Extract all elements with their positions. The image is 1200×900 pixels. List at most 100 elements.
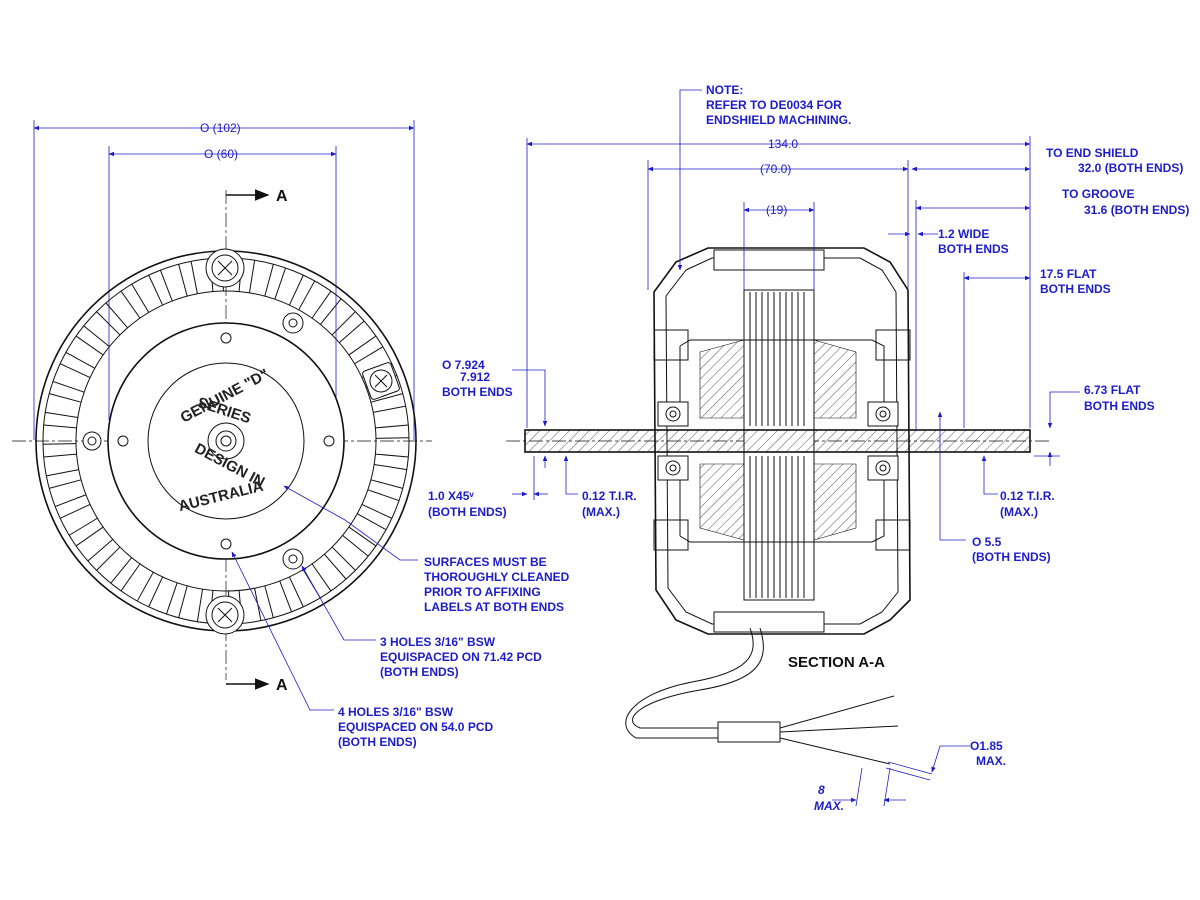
fin (43, 443, 77, 445)
svg-text:6.73 FLAT: 6.73 FLAT (1084, 383, 1141, 397)
fin (331, 311, 356, 336)
holes3-line-3: (BOTH ENDS) (380, 665, 459, 679)
surfaces-line-1: SURFACES MUST BE (424, 555, 547, 569)
fin (196, 589, 204, 622)
fin (348, 526, 377, 547)
chamfer-line-2: (BOTH ENDS) (428, 505, 507, 519)
fin (354, 346, 384, 365)
holes3-line-1: 3 HOLES 3/16" BSW (380, 635, 496, 649)
fin (370, 479, 403, 489)
svg-text:NOTE:: NOTE: (706, 83, 743, 97)
fin (288, 576, 304, 608)
notes-left: SURFACES MUST BE THOROUGHLY CLEANED PRIO… (338, 555, 570, 749)
fin (264, 264, 274, 297)
holes4-line-2: EQUISPACED ON 54.0 PCD (338, 720, 493, 734)
fin (59, 503, 91, 519)
fin (96, 311, 121, 336)
tir-left-line-2: (MAX.) (582, 505, 620, 519)
wire-dia-line-2: MAX. (976, 754, 1006, 768)
fin (65, 351, 96, 369)
flat17-line-2: BOTH ENDS (1040, 282, 1111, 296)
fin (374, 463, 407, 471)
svg-text:1.0 X45ᵛ: 1.0 X45ᵛ (428, 489, 474, 503)
svg-text:MAX.: MAX. (976, 754, 1006, 768)
screw-right (362, 362, 400, 400)
svg-text:BOTH ENDS: BOTH ENDS (1084, 399, 1155, 413)
fin (75, 526, 104, 547)
note-line-2: REFER TO DE0034 FOR (706, 98, 842, 112)
wire-dia-line-1: O1.85 (970, 739, 1003, 753)
tir-left-line-1: 0.12 T.I.R. (582, 489, 637, 503)
dim-overall: 134.0 (768, 137, 798, 151)
fin (120, 290, 141, 319)
fin (320, 298, 342, 325)
note-line-1: NOTE: (706, 83, 743, 97)
shaft-dia-line-2: 7.912 (460, 370, 490, 384)
svg-text:REFER TO DE0034 FOR: REFER TO DE0034 FOR (706, 98, 842, 112)
svg-text:TO GROOVE: TO GROOVE (1062, 187, 1134, 201)
svg-text:7.912: 7.912 (460, 370, 490, 384)
svg-text:BOTH ENDS: BOTH ENDS (442, 385, 513, 399)
fin (298, 280, 316, 311)
fin (311, 290, 332, 319)
tir-right-line-2: (MAX.) (1000, 505, 1038, 519)
fin (370, 393, 403, 403)
fin (348, 335, 377, 356)
fin (311, 563, 332, 592)
fin (248, 260, 256, 293)
fin (338, 320, 365, 343)
section-view: SECTION A-A (506, 247, 1050, 765)
svg-text:4 HOLES 3/16" BSW: 4 HOLES 3/16" BSW (338, 705, 454, 719)
dim-inner-diameter: O (60) (204, 147, 238, 161)
fin (190, 261, 198, 294)
laminations (749, 292, 805, 598)
svg-text:O 5.5: O 5.5 (972, 535, 1002, 549)
fin (83, 325, 110, 347)
fin (52, 380, 85, 393)
svg-text:8: 8 (818, 783, 825, 797)
fin (43, 424, 77, 429)
svg-text:(MAX.): (MAX.) (582, 505, 620, 519)
fin (148, 274, 164, 306)
fin (264, 585, 274, 618)
dia55-line-1: O 5.5 (972, 535, 1002, 549)
fin (131, 283, 150, 313)
fin (375, 437, 409, 439)
fin (274, 267, 287, 300)
svg-text:MAX.: MAX. (814, 799, 844, 813)
svg-text:3 HOLES 3/16" BSW: 3 HOLES 3/16" BSW (380, 635, 496, 649)
fin (59, 363, 91, 379)
section-dimensions: NOTE: REFER TO DE0034 FOR ENDSHIELD MACH… (428, 83, 1189, 813)
svg-text:LABELS AT BOTH ENDS: LABELS AT BOTH ENDS (424, 600, 564, 614)
wide-line-1: 1.2 WIDE (938, 227, 989, 241)
dim-body: (70.0) (760, 162, 791, 176)
strip-line-2: MAX. (814, 799, 844, 813)
fin (49, 479, 82, 489)
holes4-line-3: (BOTH ENDS) (338, 735, 417, 749)
fin (178, 585, 188, 618)
fin (49, 393, 82, 403)
shaft-dia-line-3: BOTH ENDS (442, 385, 513, 399)
svg-text:O 7.924: O 7.924 (442, 358, 485, 372)
note-line-3: ENDSHIELD MACHINING. (706, 113, 851, 127)
fin (331, 546, 356, 571)
fin (342, 535, 369, 557)
screw-bottom (205, 595, 245, 635)
svg-text:(BOTH ENDS): (BOTH ENDS) (380, 665, 459, 679)
strip-line-1: 8 (818, 783, 825, 797)
surfaces-line-3: PRIOR TO AFFIXING (424, 585, 541, 599)
end-view: O (102) O (60) (12, 120, 432, 711)
fin (110, 557, 132, 584)
holes3-line-2: EQUISPACED ON 71.42 PCD (380, 650, 542, 664)
shaft-dia-line-1: O 7.924 (442, 358, 485, 372)
svg-text:SURFACES MUST BE: SURFACES MUST BE (424, 555, 547, 569)
fin (87, 539, 114, 562)
surfaces-line-2: THOROUGHLY CLEANED (424, 570, 570, 584)
svg-text:17.5 FLAT: 17.5 FLAT (1040, 267, 1097, 281)
flat673-line-2: BOTH ENDS (1084, 399, 1155, 413)
fin (75, 335, 104, 356)
fin (120, 563, 141, 592)
svg-text:O1.85: O1.85 (970, 739, 1003, 753)
holes4-line-1: 4 HOLES 3/16" BSW (338, 705, 454, 719)
svg-text:THOROUGHLY CLEANED: THOROUGHLY CLEANED (424, 570, 570, 584)
